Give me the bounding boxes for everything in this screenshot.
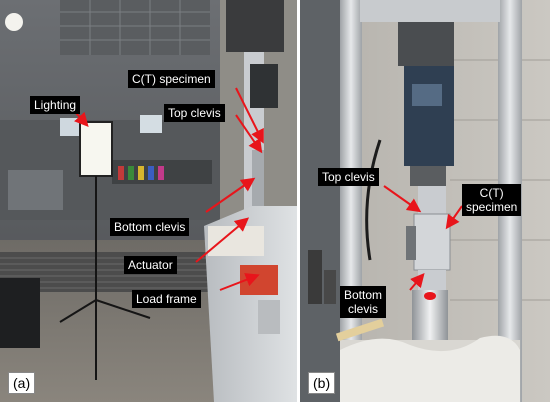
load-cell-body <box>404 66 454 166</box>
light-panel <box>79 121 113 177</box>
callout-ct-specimen: C(T) specimen <box>462 184 522 216</box>
load-cell <box>250 64 278 108</box>
callout-ct-specimen-line1: C(T) <box>479 186 504 200</box>
callout-bottom-clevis: Bottom clevis <box>340 286 387 318</box>
callout-bottom-clevis-line2: clevis <box>348 302 379 316</box>
callout-actuator: Actuator <box>124 256 177 274</box>
callout-bottom-clevis-line1: Bottom <box>344 288 383 302</box>
load-cell-adapter <box>410 166 446 186</box>
cloth-wrap <box>340 335 520 402</box>
monitor-right <box>140 115 162 133</box>
ct-specimen-assembly <box>413 213 451 271</box>
panel-a-tag: (a) <box>8 372 36 394</box>
ceiling-grid-lines <box>60 0 210 55</box>
hydraulic-block <box>258 300 280 334</box>
ceiling-grid <box>60 0 210 55</box>
specimen-assembly <box>252 150 264 210</box>
callout-ct-specimen-line2: specimen <box>466 200 518 214</box>
load-cell-label <box>412 84 442 106</box>
cable <box>365 139 382 261</box>
callout-ct-specimen: C(T) specimen <box>128 70 215 88</box>
panel-a-photo: C(T) specimen Lighting Top clevis Bottom… <box>0 0 297 402</box>
callout-lighting: Lighting <box>30 96 81 114</box>
panel-b-photo: Top clevis C(T) specimen Bottom clevis (… <box>300 0 550 402</box>
colored-cables <box>118 166 164 180</box>
bottom-clevis-block <box>418 270 446 290</box>
callout-bottom-clevis: Bottom clevis <box>110 218 190 236</box>
ceiling-light <box>5 13 23 31</box>
monitor-left <box>60 118 80 136</box>
actuator-wrap <box>208 226 264 256</box>
callout-load-frame: Load frame <box>132 290 201 308</box>
load-frame-crosshead <box>226 0 284 52</box>
wooden-stick <box>335 318 385 342</box>
top-clevis-block <box>418 186 446 214</box>
bench-left <box>8 170 63 210</box>
rod-marker <box>424 292 436 300</box>
bottle-2 <box>324 270 336 304</box>
bottle-1 <box>308 250 322 304</box>
crosshead-mount <box>398 22 454 66</box>
callout-top-clevis: Top clevis <box>164 104 225 122</box>
clip-gauge <box>406 226 416 260</box>
red-valve <box>240 265 278 295</box>
tripod <box>59 176 151 380</box>
panel-b-tag: (b) <box>308 372 336 394</box>
left-shadow <box>300 0 345 402</box>
office-chair <box>0 278 40 348</box>
panel-a-scene <box>0 0 297 402</box>
crosshead <box>360 0 500 22</box>
callout-top-clevis: Top clevis <box>318 168 379 186</box>
